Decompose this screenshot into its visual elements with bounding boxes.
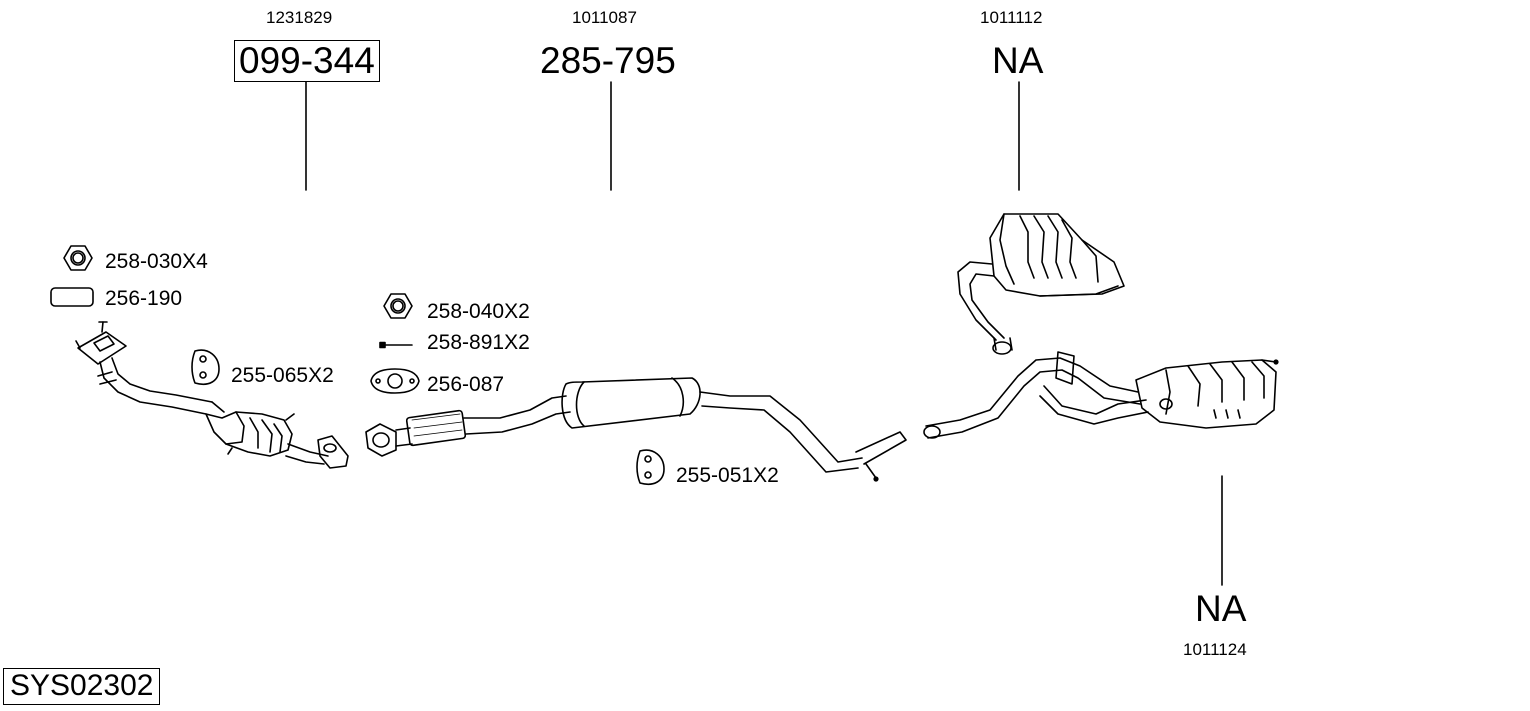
oe-number-4: 1011124 xyxy=(1183,640,1247,659)
part-number-1[interactable]: 099-344 xyxy=(234,40,380,82)
oe-number-2: 1011087 xyxy=(572,8,637,27)
part-number-2[interactable]: 285-795 xyxy=(540,40,676,81)
part-number-3[interactable]: NA xyxy=(992,40,1044,81)
accessory-label-hanger-1[interactable]: 255-065X2 xyxy=(231,364,334,387)
bolt-icon xyxy=(379,341,413,349)
rubber-hanger-icon xyxy=(191,349,220,385)
part-number-4[interactable]: NA xyxy=(1195,588,1247,629)
rear-silencer-upper-drawing xyxy=(957,213,1125,355)
accessory-label-bolt[interactable]: 258-891X2 xyxy=(427,331,530,354)
front-pipe-catalyst-drawing xyxy=(75,321,349,469)
nut-icon xyxy=(383,293,413,319)
nut-icon xyxy=(63,245,93,271)
rubber-hanger-icon xyxy=(636,449,665,485)
rear-silencer-lower-drawing xyxy=(923,351,1279,439)
flange-gasket-icon xyxy=(370,368,420,394)
accessory-label-nut-1[interactable]: 258-030X4 xyxy=(105,250,208,273)
accessory-label-flange-gasket[interactable]: 256-087 xyxy=(427,373,505,396)
oe-number-3: 1011112 xyxy=(980,8,1043,27)
gasket-ring-icon xyxy=(50,287,94,307)
diagram-id: SYS02302 xyxy=(3,668,161,705)
oe-number-1: 1231829 xyxy=(266,8,333,27)
accessory-label-hanger-2[interactable]: 255-051X2 xyxy=(676,464,779,487)
middle-silencer-pipe-drawing xyxy=(365,377,907,482)
accessory-label-nut-2[interactable]: 258-040X2 xyxy=(427,300,530,323)
accessory-label-gasket-ring[interactable]: 256-190 xyxy=(105,287,183,310)
